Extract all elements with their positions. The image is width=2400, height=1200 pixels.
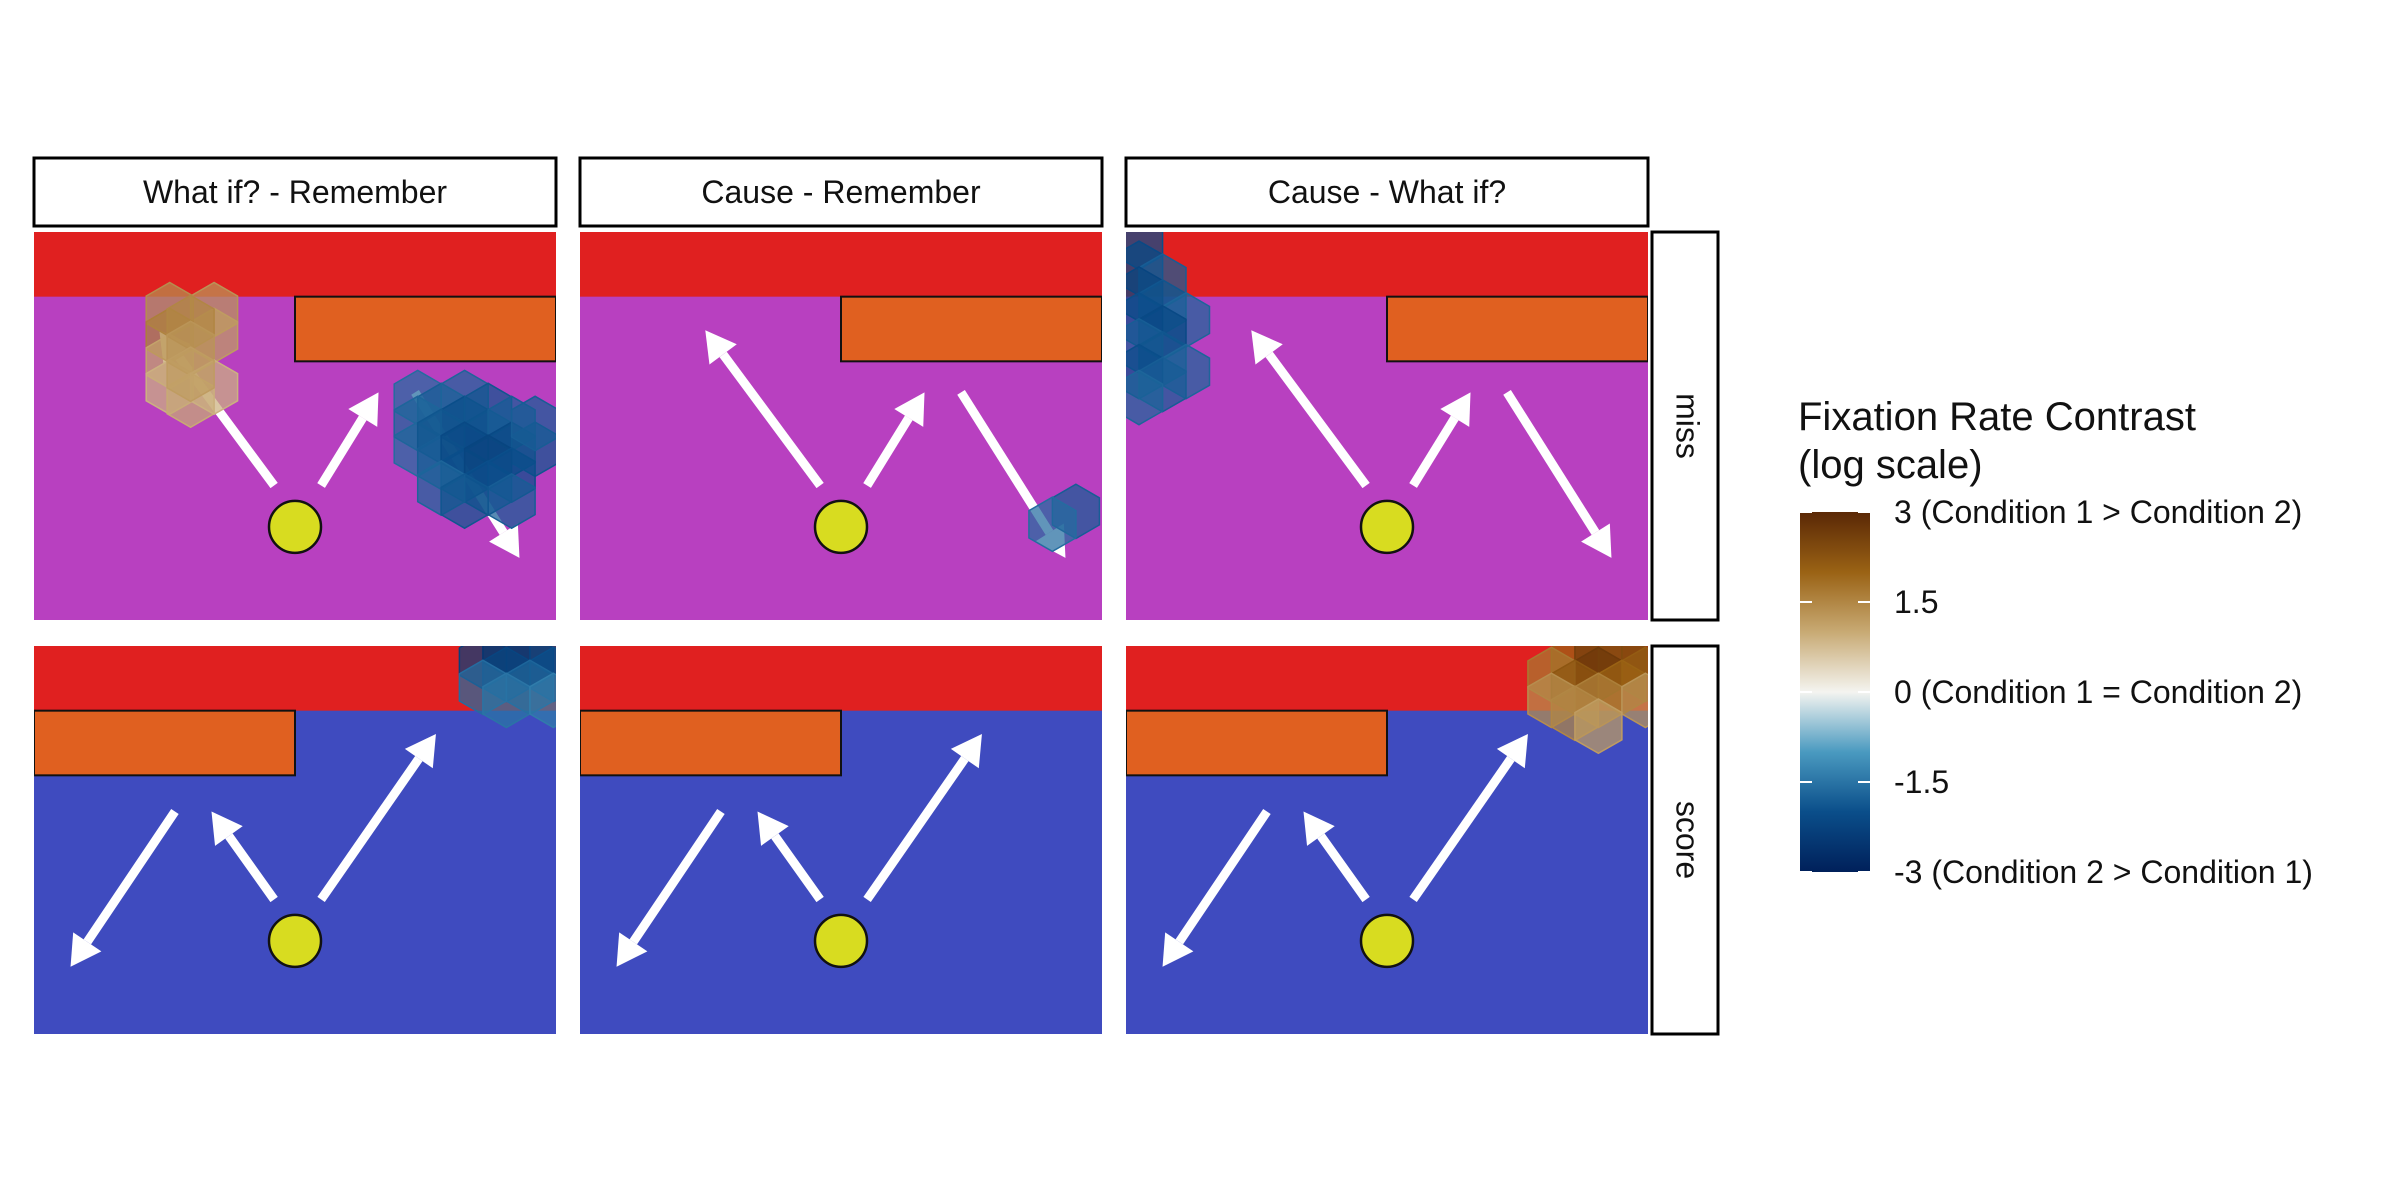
trajectory-arrow-shaft (771, 833, 824, 903)
scene-ball (267, 499, 323, 555)
trajectory-arrow-head (404, 733, 436, 769)
trajectory-arrow-head (1251, 330, 1283, 365)
trajectory-arrow-head (489, 523, 520, 558)
scene-block (1126, 709, 1388, 777)
column-strip-label: Cause - Remember (701, 174, 981, 210)
trajectory-arrow-shaft (1503, 389, 1600, 535)
trajectory-arrow-shaft (317, 415, 367, 488)
trajectory-arrow-shaft (719, 351, 824, 489)
panel-cause-remember-miss (580, 232, 1102, 620)
scene-ball (1359, 913, 1415, 969)
trajectory-arrow-head (705, 330, 737, 365)
column-strip-what-if-remember (32, 156, 558, 228)
legend-tick-label: 0 (Condition 1 = Condition 2) (1894, 674, 2302, 710)
trajectory-arrow-shaft (1175, 809, 1271, 945)
trajectory-arrow-head (894, 392, 925, 427)
hexbin-cell (510, 395, 556, 452)
scene-ball (267, 913, 323, 969)
trajectory-arrow-head (1581, 523, 1612, 558)
hexbin-cell (1574, 698, 1623, 755)
panel-cause-what-if-score (1126, 646, 1648, 1034)
panel-cause-remember-score (580, 646, 1102, 1034)
trajectory-arrow-shaft (1409, 415, 1459, 488)
row-strip-label: score (1670, 801, 1706, 879)
hexbin-cell (166, 346, 215, 403)
column-strip-label: What if? - Remember (143, 174, 447, 210)
facet-panels (34, 232, 1648, 1034)
legend-title: Fixation Rate Contrast (1798, 395, 2196, 439)
legend-tick-label: -3 (Condition 2 > Condition 1) (1894, 854, 2313, 890)
column-strip-cause-remember (578, 156, 1104, 228)
trajectory-arrow-head (757, 811, 789, 846)
trajectory-arrow-shaft (629, 809, 725, 945)
legend-tick-label: 3 (Condition 1 > Condition 2) (1894, 494, 2302, 530)
trajectory-arrow-shaft (1409, 756, 1515, 903)
scene-block (294, 295, 556, 363)
scene-block (34, 709, 296, 777)
hexbin-cell (440, 473, 489, 530)
scene-top-bar (580, 646, 1102, 711)
trajectory-arrow-shaft (1317, 833, 1370, 903)
trajectory-arrow-head (1303, 811, 1335, 846)
panel-cause-what-if-miss (1126, 232, 1648, 620)
scene-top-bar (34, 232, 556, 297)
legend-title: (log scale) (1798, 443, 1983, 487)
colorbar-legend: Fixation Rate Contrast(log scale) 3 (Cond… (1798, 395, 2313, 890)
trajectory-arrow-shaft (317, 756, 423, 903)
scene-top-bar (1126, 232, 1648, 297)
scene-ball (813, 499, 869, 555)
column-strip-label: Cause - What if? (1268, 174, 1506, 210)
scene-top-bar (580, 232, 1102, 297)
row-strip-label: miss (1670, 393, 1706, 459)
legend-tick-label: -1.5 (1894, 764, 1949, 800)
trajectory-arrow-head (1162, 932, 1194, 967)
scene-block (840, 295, 1102, 363)
trajectory-arrow-head (70, 932, 102, 967)
trajectory-arrow-shaft (225, 833, 278, 903)
row-strip-miss (1650, 230, 1720, 622)
hexbin-cell (1621, 672, 1648, 729)
row-strip-score (1650, 644, 1720, 1036)
trajectory-arrow-head (211, 811, 243, 846)
trajectory-arrow-head (1440, 392, 1471, 427)
hexbin-cell (529, 672, 556, 729)
trajectory-arrow-head (616, 932, 648, 967)
trajectory-arrow-shaft (863, 756, 969, 903)
trajectory-arrow-head (950, 733, 982, 769)
hexbin-cell (1028, 496, 1077, 553)
trajectory-arrow-shaft (83, 809, 179, 945)
scene-ball (1359, 499, 1415, 555)
panel-what-if-remember-score (34, 646, 556, 1034)
row-strip-labels: miss score (1650, 230, 1720, 1036)
trajectory-arrow-shaft (863, 415, 913, 488)
panel-what-if-remember-miss (34, 232, 556, 620)
scene-block (580, 709, 842, 777)
trajectory-arrow-head (348, 392, 379, 427)
scene-ball (813, 913, 869, 969)
hexbin-cell (1126, 369, 1164, 426)
column-strip-labels: What if? - Remember Cause - Remember Cause… (32, 156, 1650, 228)
trajectory-arrow-shaft (1265, 351, 1370, 489)
trajectory-arrow-head (1496, 733, 1528, 769)
scene-block (1386, 295, 1648, 363)
legend-tick-label: 1.5 (1894, 584, 1938, 620)
column-strip-cause-what-if (1124, 156, 1650, 228)
